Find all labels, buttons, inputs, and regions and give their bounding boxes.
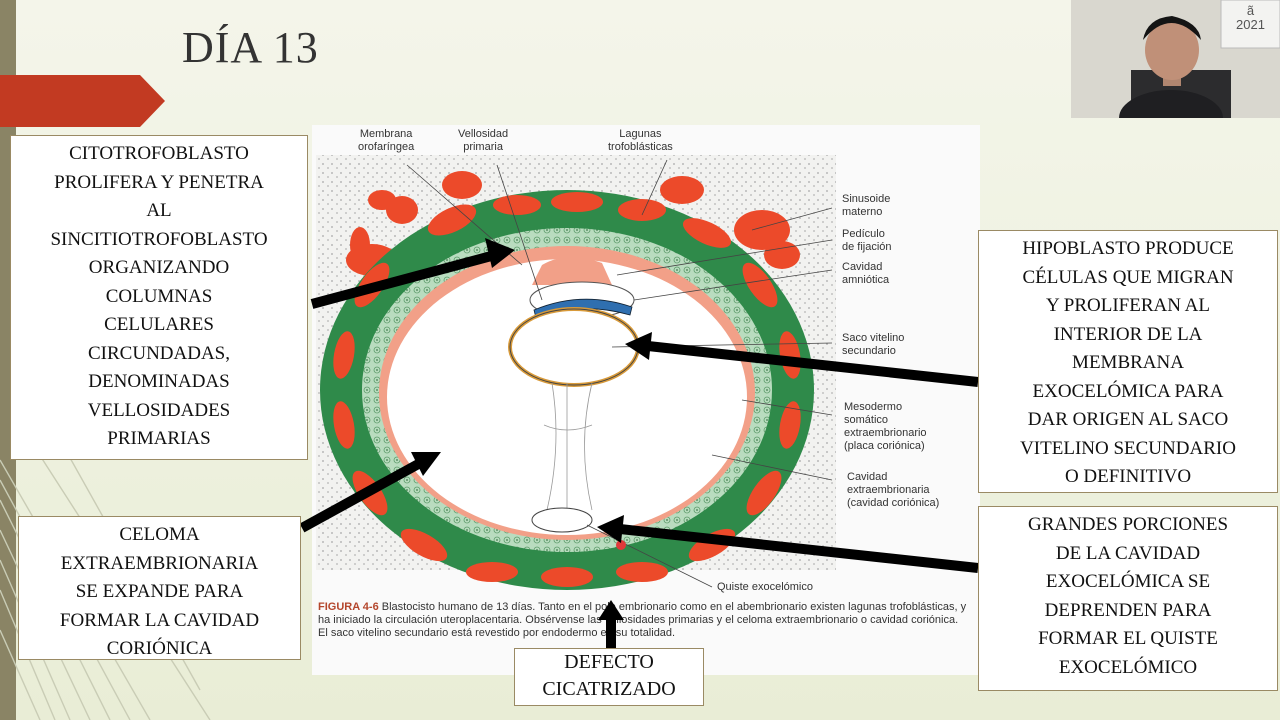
label-cavidad-amniotica: Cavidad amniótica [842, 261, 890, 286]
label-pediculo: Pedículo de fijación [842, 228, 892, 253]
label-saco-vitelino: Saco vitelino secundario [842, 332, 905, 357]
title-ribbon [0, 75, 165, 127]
webcam-image [1071, 0, 1280, 118]
mesoderm-threads [543, 382, 593, 511]
note-hipoblasto: HIPOBLASTO PRODUCE CÉLULAS QUE MIGRAN Y … [978, 230, 1278, 493]
label-membrana-orofaringea: Membrana orofaríngea [358, 128, 415, 153]
pointer-marker [616, 540, 626, 550]
label-mesodermo: Mesodermo somático extraembrionario (pla… [844, 401, 927, 452]
label-vellosidad-primaria: Vellosidad primaria [458, 128, 509, 153]
blastocyst-figure: Membrana orofaríngea Vellosidad primaria… [312, 125, 980, 675]
exocoelomic-cyst [531, 507, 593, 533]
caption-label: FIGURA 4-6 [318, 601, 379, 613]
label-cavidad-extraembrionaria: Cavidad extraembrionaria (cavidad corión… [847, 471, 940, 509]
note-defecto: DEFECTO CICATRIZADO [514, 648, 704, 706]
connecting-stalk [532, 256, 612, 285]
note-porciones: GRANDES PORCIONES DE LA CAVIDAD EXOCELÓM… [978, 506, 1278, 691]
slide-title: DÍA 13 [182, 23, 319, 72]
whiteboard-text: ã 2021 [1236, 3, 1265, 32]
figure-caption: FIGURA 4-6 Blastocisto humano de 13 días… [318, 601, 968, 640]
note-celoma: CELOMA EXTRAEMBRIONARIA SE EXPANDE PARA … [18, 516, 301, 660]
webcam-feed: ã 2021 [1071, 0, 1280, 118]
caption-text: Blastocisto humano de 13 días. Tanto en … [318, 601, 967, 639]
label-sinusoide: Sinusoide materno [842, 193, 891, 218]
label-quiste: Quiste exocelómico [717, 581, 813, 593]
label-lagunas: Lagunas trofoblásticas [608, 128, 673, 153]
note-citotrofoblasto: CITOTROFOBLASTO PROLIFERA Y PENETRA AL S… [10, 135, 308, 460]
